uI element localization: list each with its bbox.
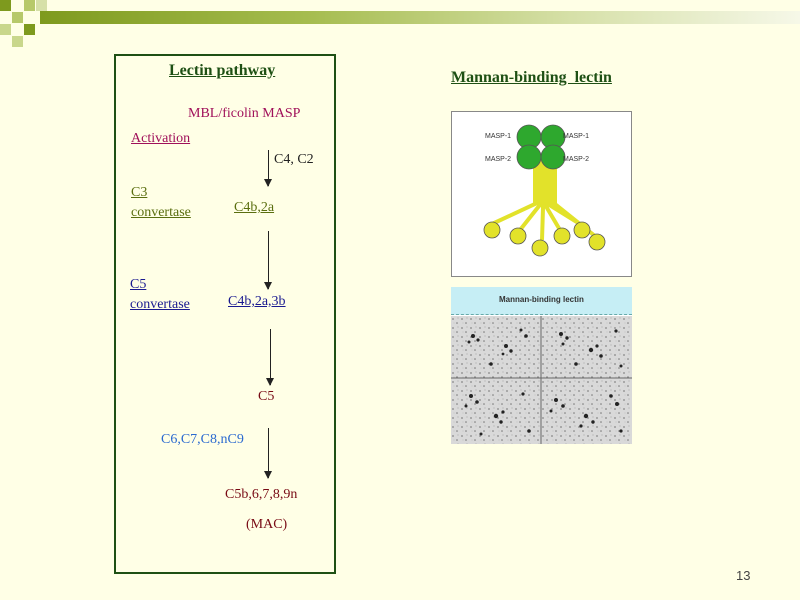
lectin-svg	[483, 124, 606, 257]
c5-convertase-label-line1: C5	[130, 277, 147, 292]
initiators-label: MBL/ficolin MASP	[188, 106, 301, 121]
micrograph-svg	[451, 316, 632, 444]
micrograph-header-label: Mannan-binding lectin	[499, 295, 584, 304]
deco-square	[12, 12, 23, 23]
c5-convertase: C4b,2a,3b	[228, 294, 286, 309]
mac-label: (MAC)	[246, 517, 288, 532]
down-arrow-icon	[264, 231, 272, 290]
deco-square	[36, 0, 47, 11]
deco-square	[12, 36, 23, 47]
electron-micrograph-image: Mannan-binding lectin	[451, 287, 632, 444]
down-arrow-icon	[264, 150, 272, 187]
c3-convertase-label-line2: convertase	[131, 205, 191, 220]
deco-square	[0, 24, 11, 35]
late-components: C6,C7,C8,nC9	[161, 432, 244, 447]
down-arrow-icon	[264, 428, 272, 479]
pathway-box	[114, 54, 336, 574]
mac-complex: C5b,6,7,8,9n	[225, 487, 298, 502]
masp1-right-label: MASP-1	[563, 133, 590, 140]
page-number: 13	[736, 568, 751, 583]
c3-convertase-label-line1: C3	[131, 185, 148, 200]
pathway-title: Lectin pathway	[169, 62, 276, 79]
step1-inputs: C4, C2	[274, 152, 314, 167]
deco-square	[24, 0, 35, 11]
c5-component: C5	[258, 389, 275, 404]
activation-label: Activation	[131, 131, 191, 146]
mbl-structure-illustration: MASP-1 MASP-1 MASP-2 MASP-2	[451, 111, 632, 277]
c5-convertase-label-line2: convertase	[130, 297, 190, 312]
down-arrow-icon	[266, 329, 274, 386]
masp1-left-label: MASP-1	[485, 133, 512, 140]
micrograph-header: Mannan-binding lectin	[451, 287, 632, 315]
header-gradient-bar	[40, 11, 800, 24]
c3-convertase: C4b,2a	[234, 200, 275, 215]
masp2-right-label: MASP-2	[563, 156, 590, 163]
deco-square	[24, 24, 35, 35]
deco-square	[0, 0, 11, 11]
figure-title: Mannan-binding lectin	[451, 69, 612, 86]
masp2-left-label: MASP-2	[485, 156, 512, 163]
